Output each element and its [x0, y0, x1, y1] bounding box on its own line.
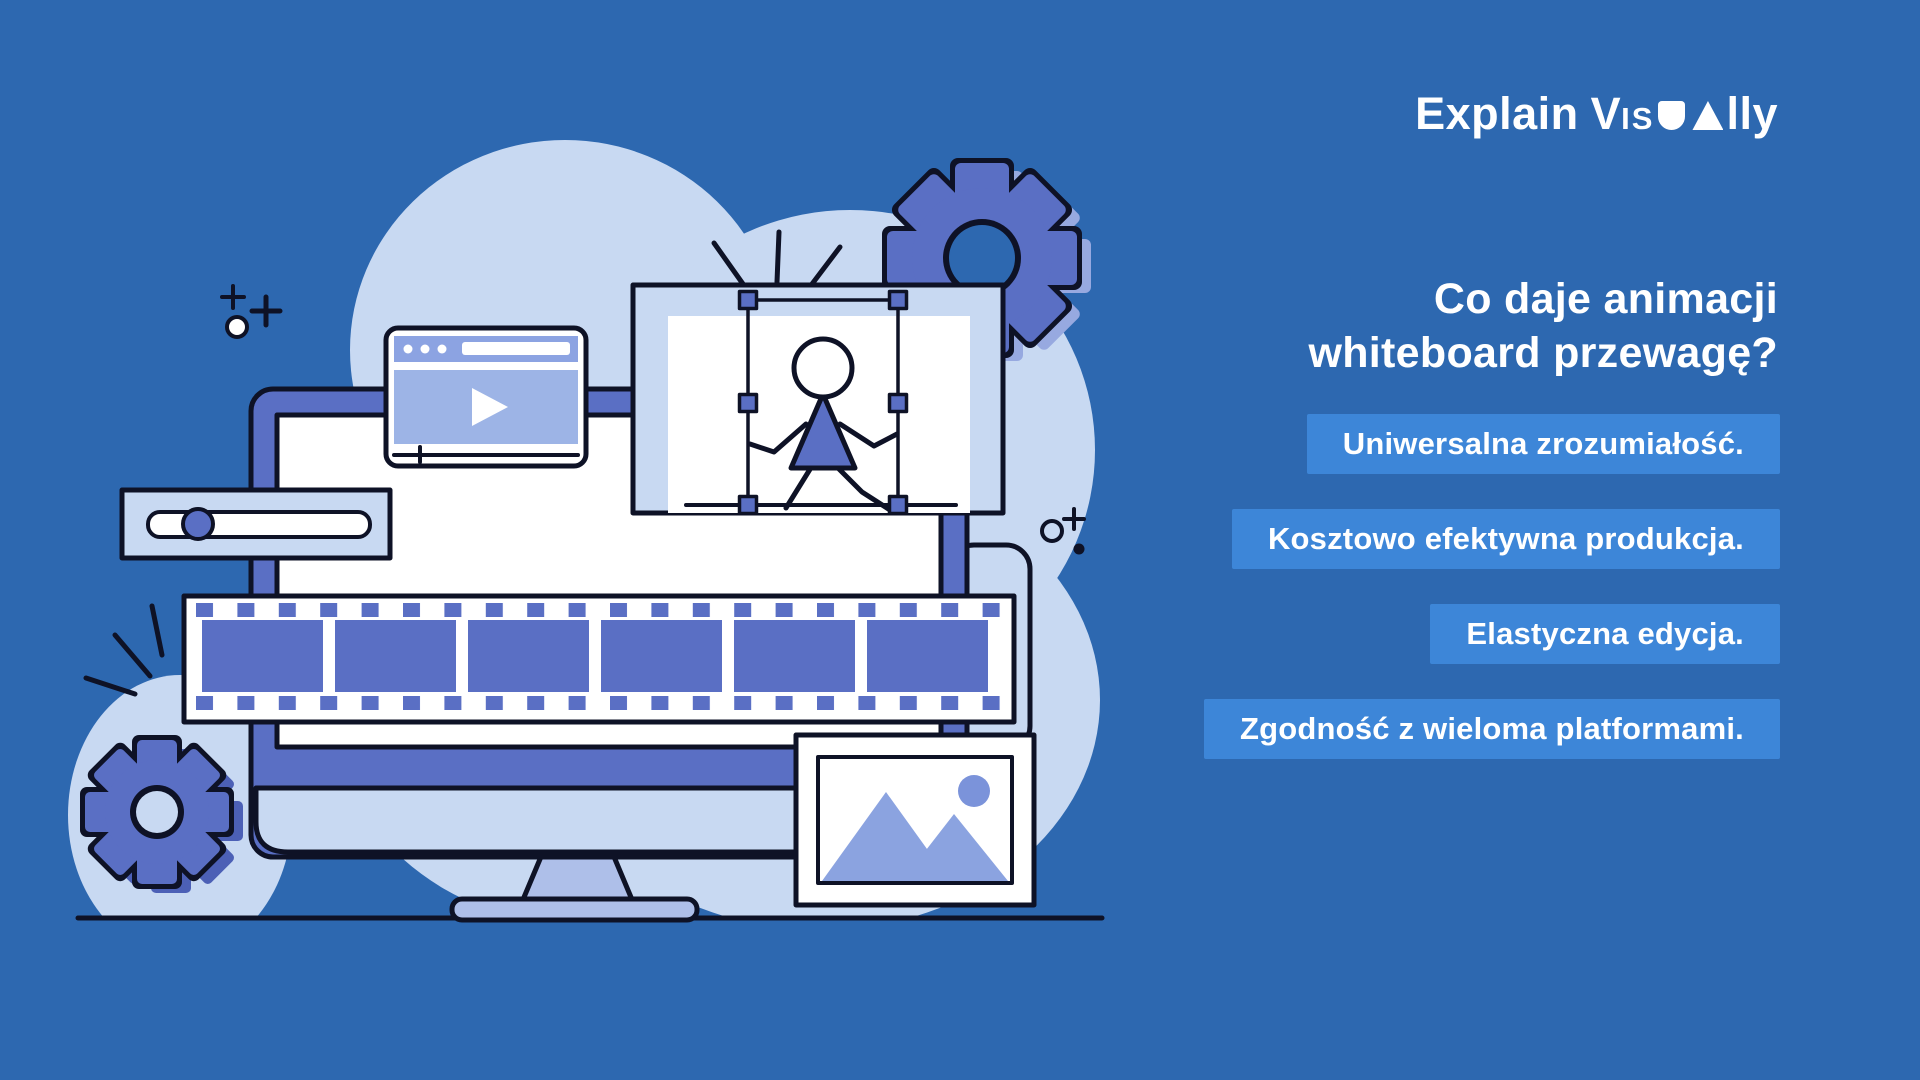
sparkle-icon: [83, 603, 165, 697]
cup-shape-u-icon: [1658, 101, 1686, 130]
page-title-line-2: whiteboard przewagę?: [1308, 329, 1778, 377]
brand-logo-v: V: [1590, 88, 1622, 139]
dot-icon: [1073, 543, 1085, 555]
film-strip-icon: [181, 593, 1017, 725]
whiteboard-animation-illustration: [68, 140, 1105, 923]
benefit-label: Uniwersalna zrozumiałość.: [1342, 426, 1744, 461]
benefit-badge-platform-compatibility: Zgodność z wieloma platformami.: [1204, 699, 1780, 759]
slider-icon: [119, 487, 393, 561]
monitor-stand: [449, 849, 700, 923]
image-placeholder-icon: [793, 732, 1037, 908]
sun-icon: [958, 775, 990, 807]
film-frames: [202, 620, 988, 692]
triangle-shape-a-icon: [1692, 101, 1724, 130]
dot-icon: [225, 315, 249, 339]
page-title: Co daje animacji whiteboard przewagę?: [1308, 272, 1778, 380]
benefit-label: Kosztowo efektywna produkcja.: [1267, 521, 1744, 556]
video-player-window-icon: [383, 325, 589, 469]
dot-icon: [1040, 519, 1064, 543]
benefit-badge-universal-clarity: Uniwersalna zrozumiałość.: [1306, 414, 1780, 474]
plus-icon: [220, 284, 283, 328]
benefit-badge-flexible-editing: Elastyczna edycja.: [1430, 604, 1780, 664]
sparkle-icon: [711, 229, 843, 291]
play-icon: [472, 388, 508, 426]
brand-logo-explain: Explain: [1415, 88, 1579, 139]
stick-figure-icon: [747, 336, 900, 513]
benefit-badge-cost-effective: Kosztowo efektywna produkcja.: [1231, 509, 1780, 569]
benefit-label: Elastyczna edycja.: [1466, 616, 1744, 651]
plus-icon: [1062, 507, 1086, 531]
benefit-label: Zgodność z wieloma platformami.: [1240, 711, 1744, 746]
gear-icon: [80, 735, 243, 893]
whiteboard-canvas-icon: [630, 282, 1006, 516]
selection-handles-icon: [737, 289, 909, 516]
page-title-line-1: Co daje animacji: [1433, 275, 1778, 323]
benefit-list: Uniwersalna zrozumiałość. Kosztowo efekt…: [1204, 414, 1780, 759]
slider-knob: [181, 507, 215, 541]
brand-logo-is: IS: [1621, 101, 1655, 136]
brand-logo-lly: lly: [1726, 88, 1778, 139]
